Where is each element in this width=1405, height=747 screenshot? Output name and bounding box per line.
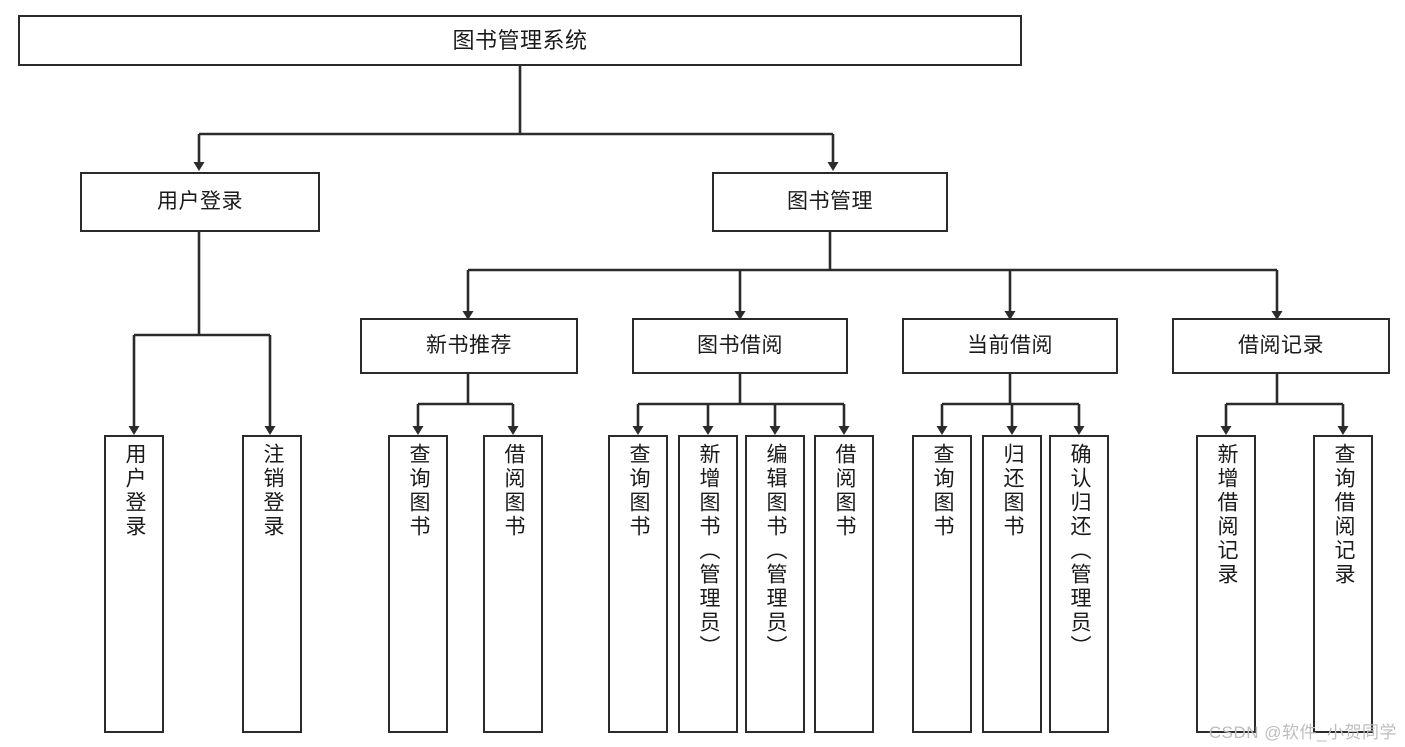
node-leaf-query-book-2[interactable]: 查询图书 (608, 435, 668, 733)
node-leaf-borrow-book-2[interactable]: 借阅图书 (814, 435, 874, 733)
node-leaf-borrow-book-1[interactable]: 借阅图书 (483, 435, 543, 733)
node-leaf-query-book-3[interactable]: 查询图书 (912, 435, 972, 733)
node-new-book-recommend[interactable]: 新书推荐 (360, 318, 578, 374)
node-leaf-user-login[interactable]: 用户登录 (104, 435, 164, 733)
node-label: 借阅图书 (502, 443, 526, 539)
node-label: 图书管理系统 (452, 27, 588, 53)
node-label: 查询图书 (627, 443, 651, 539)
node-book-management[interactable]: 图书管理 (712, 172, 948, 232)
watermark: CSDN @软件_小贺同学 (1208, 723, 1397, 742)
node-label: 借阅记录 (1238, 333, 1324, 357)
node-current-borrow[interactable]: 当前借阅 (902, 318, 1118, 374)
node-label: 图书借阅 (697, 333, 783, 357)
node-leaf-query-book-1[interactable]: 查询图书 (388, 435, 448, 733)
node-leaf-query-borrow-record[interactable]: 查询借阅记录 (1313, 435, 1373, 733)
node-leaf-return-book[interactable]: 归还图书 (982, 435, 1042, 733)
node-book-borrow[interactable]: 图书借阅 (632, 318, 848, 374)
node-label: 查询借阅记录 (1332, 443, 1356, 587)
node-leaf-logout-login[interactable]: 注销登录 (242, 435, 302, 733)
node-user-login[interactable]: 用户登录 (80, 172, 320, 232)
node-label: 用户登录 (123, 443, 147, 539)
node-label: 确认归还（管理员） (1068, 443, 1092, 659)
node-label: 编辑图书（管理员） (764, 443, 788, 659)
node-leaf-edit-book-admin[interactable]: 编辑图书（管理员） (745, 435, 805, 733)
node-label: 借阅图书 (833, 443, 857, 539)
node-label: 新增图书（管理员） (697, 443, 721, 659)
node-leaf-add-borrow-record[interactable]: 新增借阅记录 (1196, 435, 1256, 733)
node-label: 查询图书 (931, 443, 955, 539)
node-label: 查询图书 (407, 443, 431, 539)
node-leaf-add-book-admin[interactable]: 新增图书（管理员） (678, 435, 738, 733)
node-label: 当前借阅 (967, 333, 1053, 357)
node-label: 新书推荐 (426, 333, 512, 357)
node-root-system[interactable]: 图书管理系统 (18, 15, 1022, 66)
node-borrow-record[interactable]: 借阅记录 (1172, 318, 1390, 374)
node-label: 归还图书 (1001, 443, 1025, 539)
node-label: 新增借阅记录 (1215, 443, 1239, 587)
node-leaf-confirm-return-admin[interactable]: 确认归还（管理员） (1049, 435, 1109, 733)
node-label: 图书管理 (787, 189, 873, 213)
node-label: 用户登录 (157, 189, 243, 213)
node-label: 注销登录 (261, 443, 285, 539)
